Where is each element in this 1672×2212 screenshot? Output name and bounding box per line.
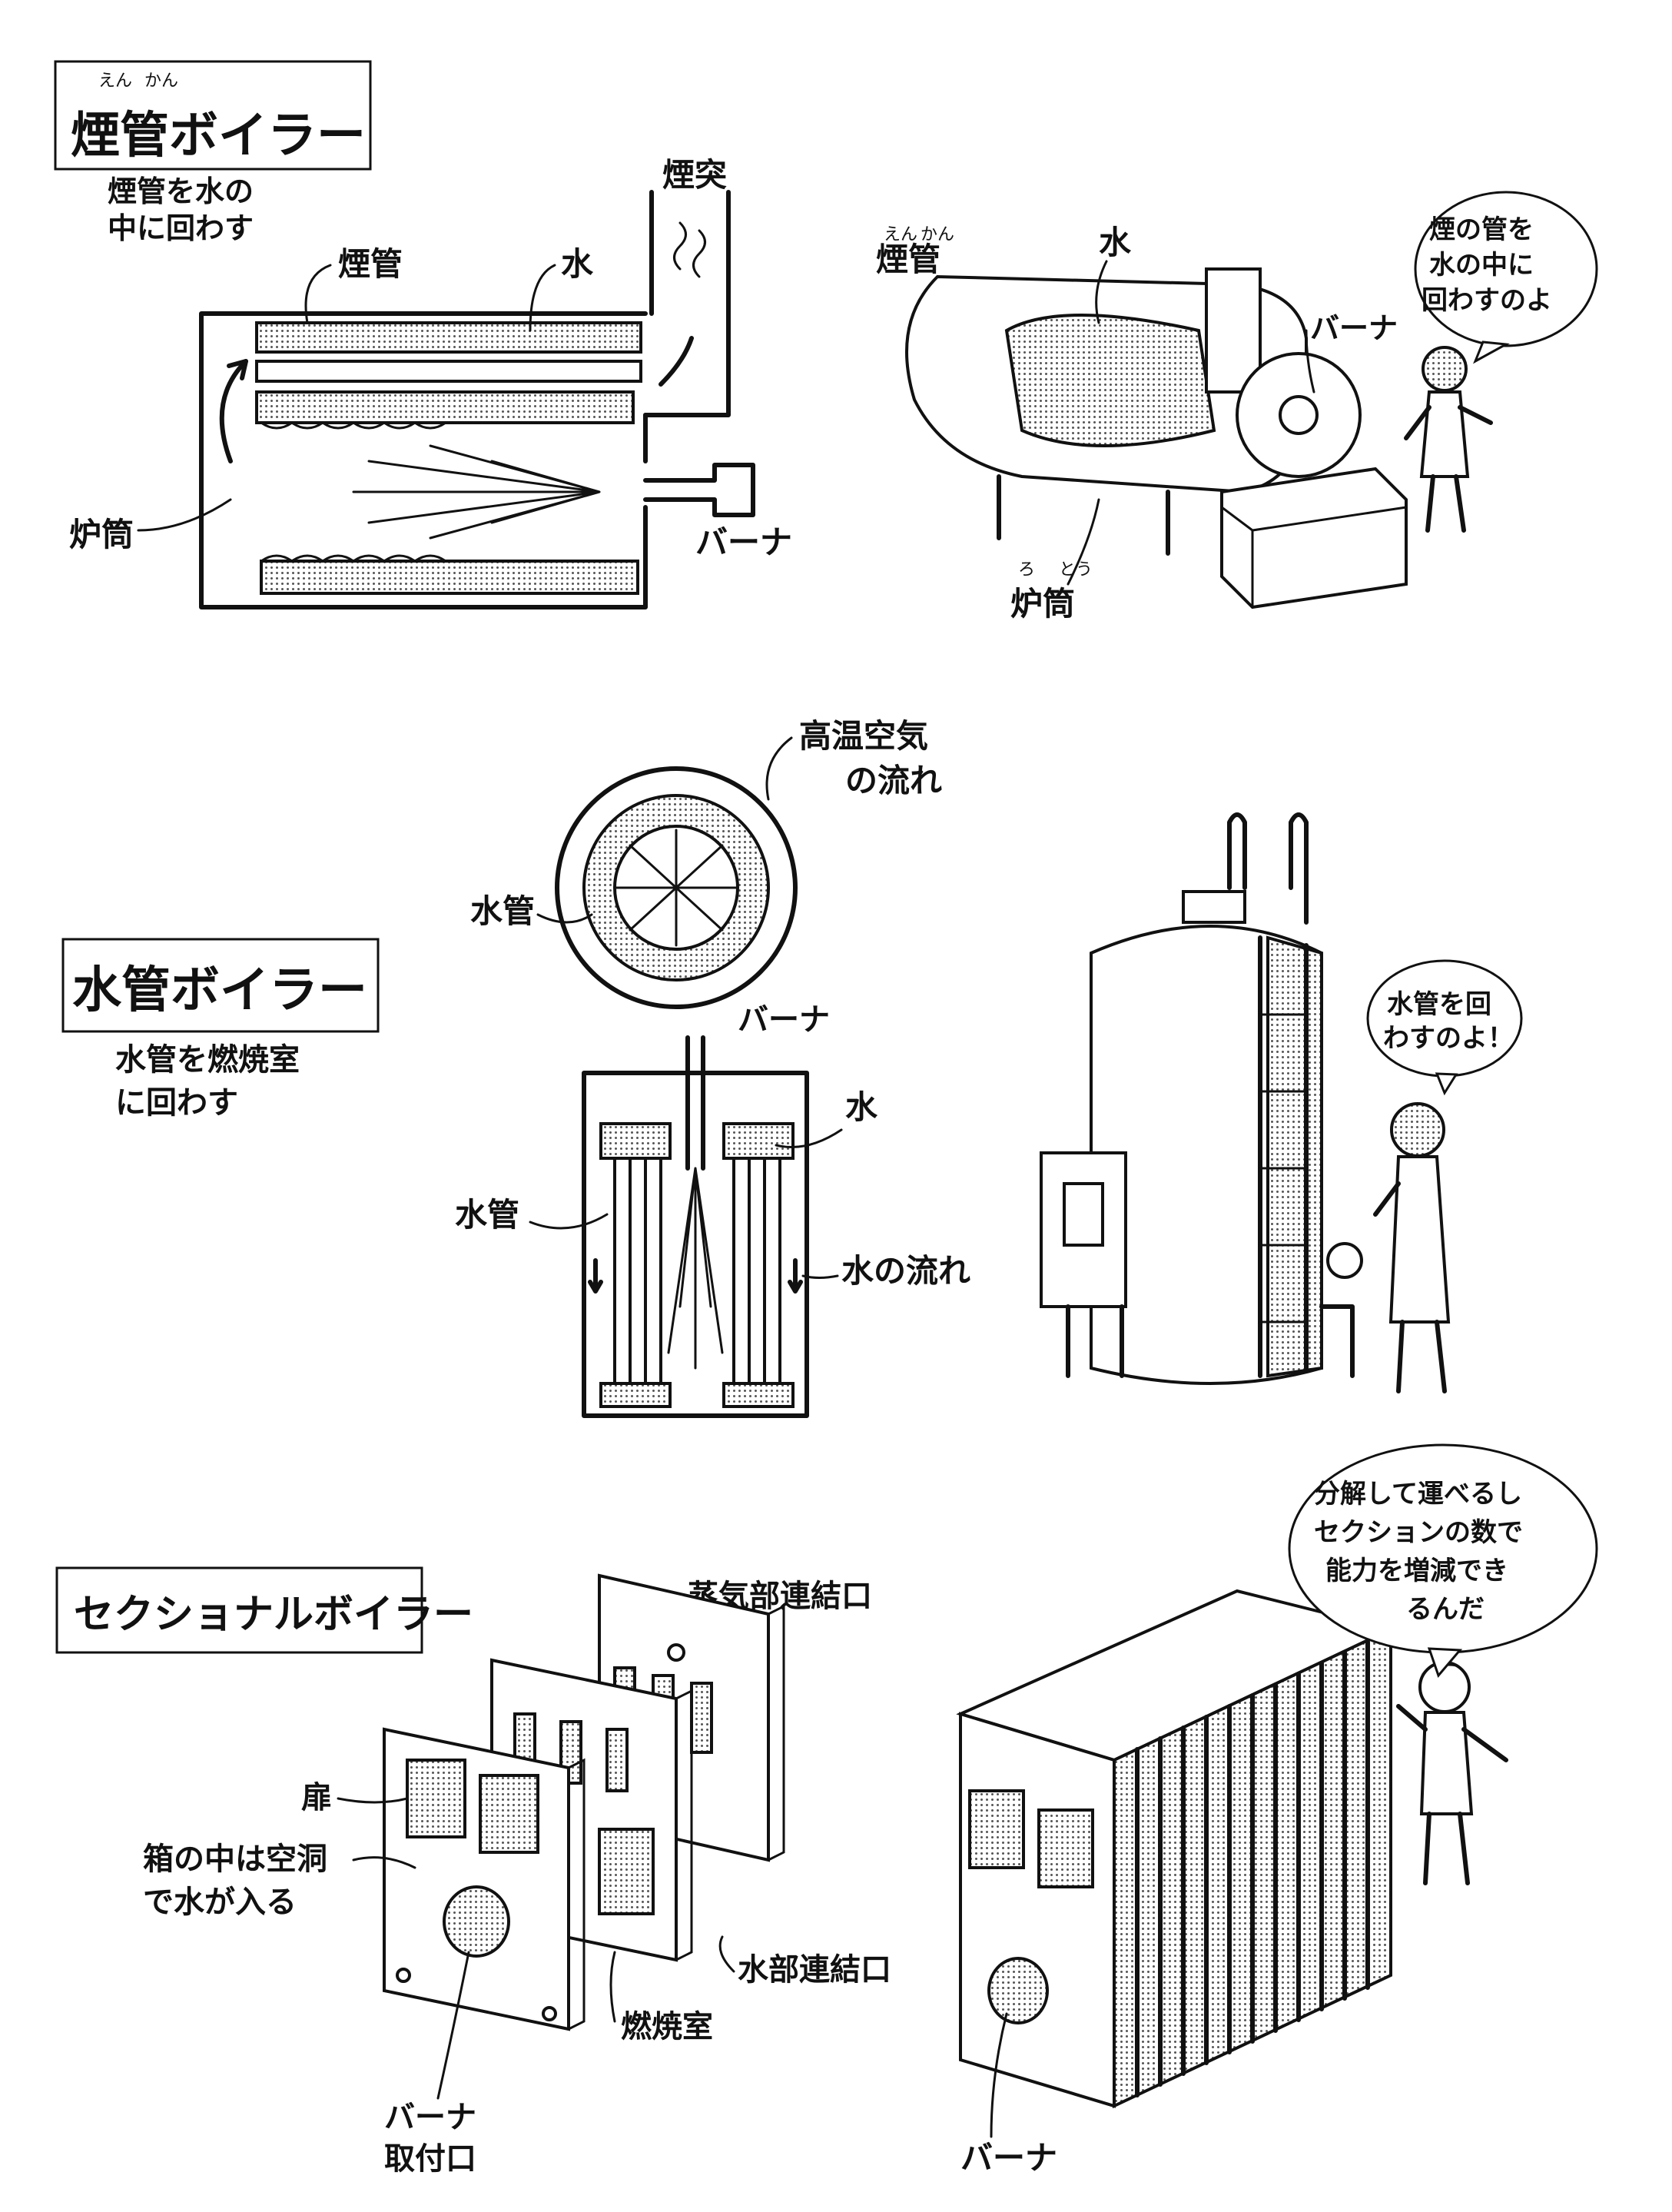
- water-tube-illustration: [1040, 812, 1451, 1393]
- sectional-title-box: [55, 1566, 423, 1654]
- sectional-assembled: [956, 1589, 1508, 2109]
- sectional-label-door: 扉: [301, 1780, 332, 1815]
- fire-tube-bubble-line-1: 煙の管を: [1429, 214, 1534, 245]
- sectional-label-hollow-2: で水が入る: [143, 1885, 297, 1920]
- fire-tube-speech-bubble: [1414, 191, 1598, 347]
- water-tube-label-tube-top: 水管: [470, 892, 535, 930]
- sectional-label-combustion: 燃焼室: [621, 2009, 713, 2044]
- water-tube-label-hot-air-1: 高温空気: [799, 717, 928, 755]
- water-tube-subtitle-1: 水管を燃焼室: [115, 1042, 300, 1078]
- sectional-bubble-line-2: セクションの数で: [1314, 1517, 1523, 1548]
- sectional-bubble-line-4: るんだ: [1406, 1594, 1485, 1625]
- sectional-title: セクショナルボイラー: [74, 1592, 473, 1638]
- water-tube-section: 高温空気 の流れ 水管 水管ボイラー 水管を燃焼室 に回わす バーナ 水 水管: [61, 717, 1523, 1418]
- fire-tube-illust-label-furnace: 炉筒: [1010, 585, 1075, 623]
- sectional-label-burner-mount-1: バーナ: [384, 2100, 476, 2135]
- fire-tube-title-ruby-1: えん: [98, 71, 132, 91]
- fire-tube-bubble-line-2: 水の中に: [1429, 250, 1534, 281]
- sectional-label-hollow-1: 箱の中は空洞: [143, 1842, 327, 1877]
- fire-tube-ruby-flue-1: えん: [884, 225, 917, 244]
- sectional-bubble-line-1: 分解して運べるし: [1314, 1479, 1522, 1510]
- sectional-section: セクショナルボイラー 蒸気部連結口 扉 箱の中は空洞: [55, 1443, 1598, 2177]
- fire-tube-label-water: 水: [561, 245, 594, 283]
- water-tube-label-water: 水: [845, 1088, 878, 1126]
- fire-tube-label-furnace: 炉筒: [69, 516, 134, 553]
- sectional-exploded-plates: [383, 1573, 785, 2031]
- fire-tube-illust-label-flue: 煙管: [876, 241, 940, 278]
- fire-tube-label-chimney: 煙突: [662, 156, 727, 194]
- water-tube-title: 水管ボイラー: [72, 962, 367, 1019]
- fire-tube-ruby-flue-2: かん: [921, 225, 954, 244]
- fire-tube-ruby-furnace-1: ろ: [1018, 560, 1035, 580]
- sectional-label-burner-mount-2: 取付口: [384, 2141, 476, 2177]
- fire-tube-subtitle-1: 煙管を水の: [108, 174, 254, 208]
- water-tube-title-box: [61, 938, 380, 1033]
- fire-tube-section: えん かん 煙管ボイラー 煙管を水の 中に回わす 煙突: [54, 60, 1598, 623]
- water-tube-subtitle-2: に回わす: [115, 1085, 238, 1121]
- fire-tube-illust-label-water: 水: [1099, 224, 1132, 261]
- fire-tube-title-box: [54, 60, 372, 171]
- water-tube-label-flow: 水の流れ: [841, 1252, 970, 1290]
- sectional-label-burner: バーナ: [960, 2139, 1057, 2177]
- water-tube-label-burner: バーナ: [738, 1002, 830, 1038]
- water-tube-label-tube: 水管: [455, 1196, 519, 1234]
- fire-tube-title-ruby-2: かん: [144, 71, 178, 91]
- water-tube-cross-section: [582, 1035, 809, 1418]
- water-tube-bubble-line-2: わすのよ！: [1383, 1023, 1514, 1054]
- fire-tube-label-flue: 煙管: [338, 245, 403, 283]
- water-tube-bubble-line-1: 水管を回: [1387, 989, 1491, 1020]
- fire-tube-label-burner: バーナ: [695, 523, 792, 561]
- fire-tube-title: 煙管ボイラー: [71, 108, 366, 164]
- fire-tube-subtitle-2: 中に回わす: [108, 211, 254, 245]
- fire-tube-bubble-line-3: 回わすのよ: [1422, 285, 1552, 316]
- fire-tube-cross-section: [199, 190, 755, 609]
- sectional-bubble-line-3: 能力を増減でき: [1325, 1556, 1508, 1586]
- fire-tube-illustration: [905, 267, 1493, 609]
- water-tube-label-hot-air-2: の流れ: [845, 762, 942, 799]
- sectional-label-water-port: 水部連結口: [738, 1952, 891, 1988]
- fire-tube-illust-label-burner: バーナ: [1310, 311, 1398, 345]
- water-tube-top-view: [555, 766, 798, 1009]
